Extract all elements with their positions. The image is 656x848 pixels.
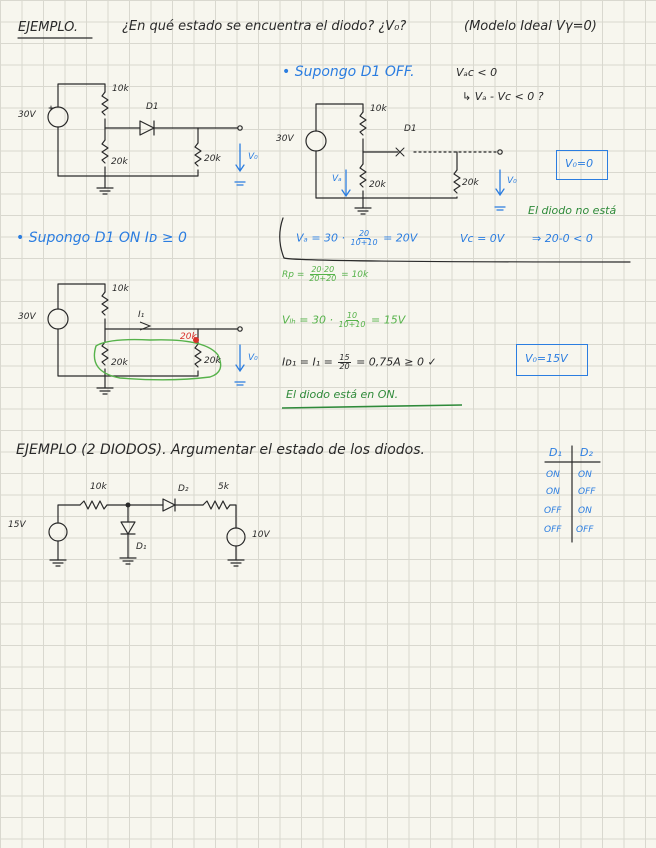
ex2-src-left: 15V bbox=[8, 520, 26, 530]
on-req-num: 20·20 bbox=[310, 265, 336, 275]
c1-r-load: 20k bbox=[204, 154, 221, 164]
on-vth-res: = 15V bbox=[371, 313, 406, 327]
on-vth-den: 10+10 bbox=[338, 320, 366, 329]
on-result-box: V₀=15V bbox=[516, 344, 588, 376]
table-row-4-d2: OFF bbox=[576, 525, 594, 535]
on-node-label: 20k bbox=[180, 332, 197, 342]
on-r-top: 10k bbox=[112, 284, 129, 294]
c1-source-label: 30V bbox=[18, 110, 36, 120]
on-id-label: Iᴅ₁ = I₁ = bbox=[282, 355, 337, 369]
ex2-r2: 5k bbox=[218, 482, 229, 492]
on-id-res: = 0,75A ≥ 0 ✓ bbox=[356, 355, 437, 369]
on-vth-num: 10 bbox=[345, 311, 359, 321]
on-source-label: 30V bbox=[18, 312, 36, 322]
on-r-load: 20k bbox=[204, 356, 221, 366]
on-id-num: 15 bbox=[338, 353, 351, 363]
table-row-3-d2: ON bbox=[578, 506, 592, 516]
ex2-r1: 10k bbox=[90, 482, 107, 492]
off-calc-vc: Vc = 0V bbox=[460, 232, 505, 245]
off-vo-label: V₀ bbox=[507, 176, 517, 186]
off-result-text: V₀=0 bbox=[565, 157, 594, 170]
table-row-2-d2: OFF bbox=[578, 487, 596, 497]
on-vo-label: V₀ bbox=[248, 353, 258, 363]
on-result-text: V₀=15V bbox=[525, 352, 568, 365]
off-r-mid: 20k bbox=[369, 180, 386, 190]
table-row-1-d1: ON bbox=[546, 470, 560, 480]
table-row-4-d1: OFF bbox=[544, 525, 562, 535]
ex2-d2: D₂ bbox=[178, 484, 189, 494]
c1-r-mid: 20k bbox=[111, 157, 128, 167]
table-row-1-d2: ON bbox=[578, 470, 592, 480]
table-header-d1: D₁ bbox=[549, 446, 562, 459]
header-question: ¿En qué estado se encuentra el diodo? ¿V… bbox=[122, 19, 407, 34]
case-on-title: • Supongo D1 ON Iᴅ ≥ 0 bbox=[16, 230, 187, 246]
off-calc-va-num: 20 bbox=[357, 229, 371, 239]
off-calc-va-label: Vₐ = 30 · bbox=[296, 231, 349, 245]
off-va-label: Vₐ bbox=[332, 174, 342, 184]
off-calc-va-res: = 20V bbox=[383, 231, 418, 245]
case-off-title: • Supongo D1 OFF. bbox=[282, 64, 415, 80]
off-result-box: V₀=0 bbox=[556, 150, 608, 180]
on-req-res: = 10k bbox=[341, 270, 369, 280]
table-row-3-d1: OFF bbox=[544, 506, 562, 516]
off-source-label: 30V bbox=[276, 134, 294, 144]
off-r-load: 20k bbox=[462, 178, 479, 188]
on-req-den: 20+20 bbox=[309, 274, 337, 283]
off-r-top: 10k bbox=[370, 104, 387, 114]
ex2-src-right: 10V bbox=[252, 530, 270, 540]
header-ejemplo: EJEMPLO. bbox=[18, 20, 78, 35]
on-vth-label: Vₗₕ = 30 · bbox=[282, 313, 337, 327]
off-calc-va-den: 10+10 bbox=[350, 238, 378, 247]
ex2-d1: D₁ bbox=[136, 542, 147, 552]
off-diode-label: D1 bbox=[404, 124, 417, 134]
table-row-2-d1: ON bbox=[546, 487, 560, 497]
case-off-cond2: ↳ Vₐ - Vc < 0 ? bbox=[462, 90, 544, 103]
table-header-d2: D₂ bbox=[580, 446, 593, 459]
on-id-den: 20 bbox=[339, 362, 350, 371]
on-req-label: Rp = bbox=[282, 270, 308, 280]
off-conclusion: El diodo no está bbox=[528, 204, 617, 217]
c1-r-top: 10k bbox=[112, 84, 129, 94]
on-i-label: I₁ bbox=[138, 310, 145, 320]
c1-diode-label: D1 bbox=[146, 102, 159, 112]
example2-title: EJEMPLO (2 DIODOS). Argumentar el estado… bbox=[16, 442, 425, 458]
off-calc-implies: ⇒ 20-0 < 0 bbox=[532, 232, 593, 245]
on-r-mid: 20k bbox=[111, 358, 128, 368]
c1-vo-label: V₀ bbox=[248, 152, 258, 162]
case-off-cond1: Vₐc < 0 bbox=[456, 66, 498, 79]
header-model: (Modelo Ideal Vγ=0) bbox=[464, 19, 597, 34]
on-conclusion: El diodo está en ON. bbox=[286, 388, 399, 401]
